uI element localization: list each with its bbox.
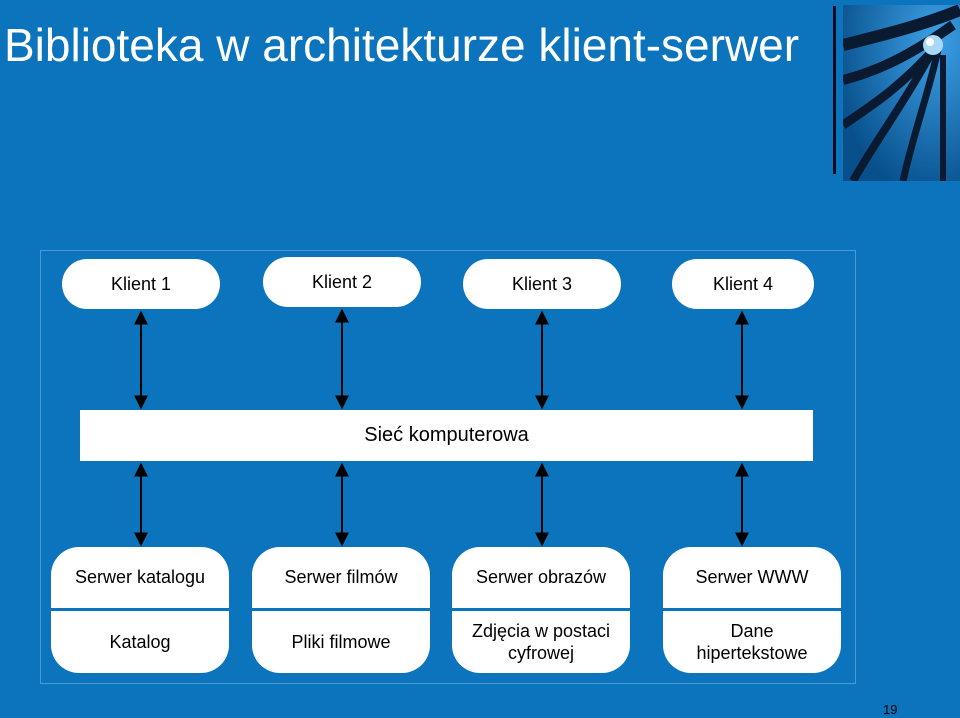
server-name: Serwer katalogu: [74, 567, 206, 587]
server-content: Katalog: [109, 632, 171, 652]
server-name: Serwer filmów: [284, 567, 398, 587]
server-name: Serwer obrazów: [475, 567, 607, 587]
diagram-frame: [40, 250, 856, 684]
decorative-divider: [833, 6, 836, 174]
client-3-node: Klient 3: [463, 259, 621, 309]
server-name: Serwer WWW: [695, 567, 809, 587]
server-content: Dane hipertekstowe: [696, 621, 808, 663]
client-4-node: Klient 4: [672, 259, 814, 309]
client-1-node: Klient 1: [62, 259, 220, 309]
server-divider: [51, 608, 229, 611]
server-catalog-node: Serwer katalogu Katalog: [51, 547, 229, 673]
slide-title: Biblioteka w architekturze klient-serwer: [4, 19, 800, 71]
server-images-node: Serwer obrazów Zdjęcia w postaci cyfrowe…: [452, 547, 630, 673]
server-www-node: Serwer WWW Dane hipertekstowe: [663, 547, 841, 673]
decorative-fiber-image: [843, 5, 960, 181]
network-bar: Sieć komputerowa: [80, 410, 813, 461]
page-number: 19: [883, 702, 898, 717]
server-content: Zdjęcia w postaci cyfrowej: [471, 621, 611, 663]
server-divider: [252, 608, 430, 611]
server-divider: [452, 608, 630, 611]
server-content: Pliki filmowe: [291, 632, 391, 652]
server-divider: [663, 608, 841, 611]
server-films-node: Serwer filmów Pliki filmowe: [252, 547, 430, 673]
client-2-node: Klient 2: [263, 257, 421, 307]
